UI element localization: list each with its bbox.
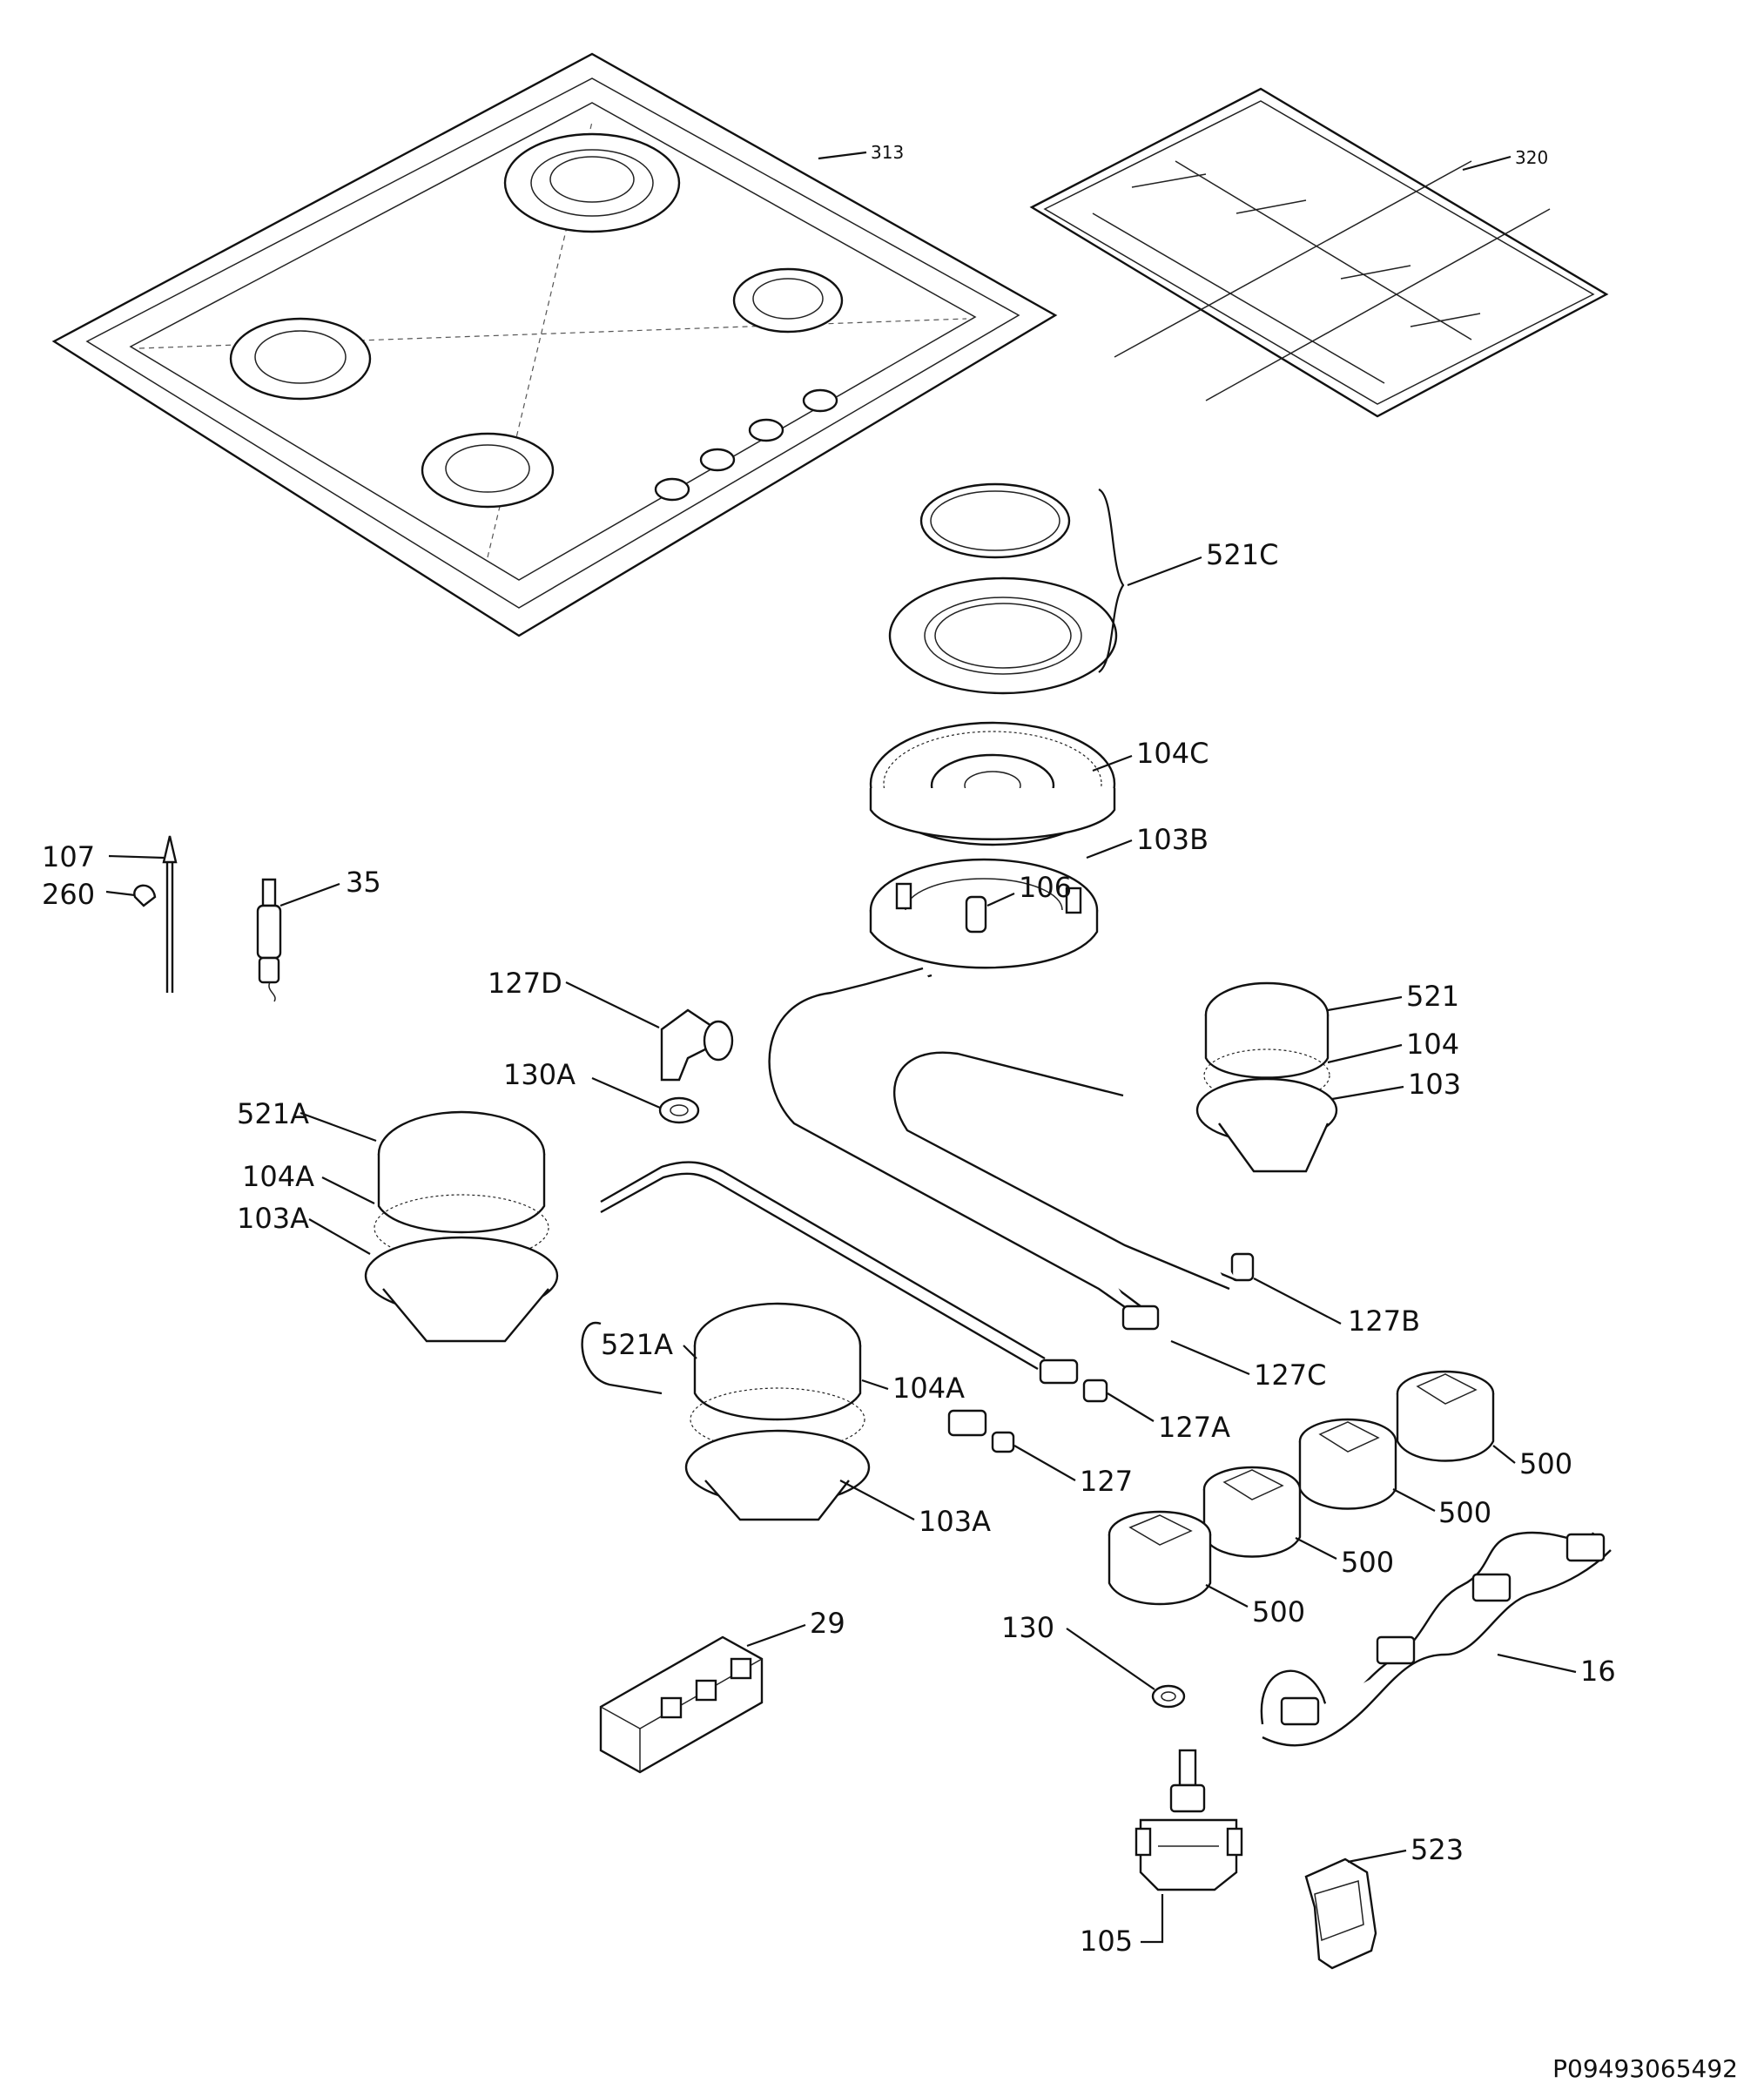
left-burner-crown[interactable]: 104A [242,1160,549,1262]
label-29: 29 [810,1607,845,1640]
control-knob-4[interactable]: 500 [1108,1510,1305,1628]
right-burner-crown[interactable]: 104 [1203,1028,1459,1102]
left-burner-cap[interactable]: 521A [237,1097,546,1234]
label-103a-left: 103A [237,1202,309,1235]
control-knob-2[interactable]: 500 [1298,1418,1491,1529]
center-burner-base[interactable]: 103A [684,1429,991,1538]
center-burner-cap[interactable]: 521A [581,1302,862,1421]
label-106: 106 [1019,871,1072,904]
gas-pipe-a[interactable]: 127A [600,1161,1230,1444]
label-127: 127 [1080,1465,1133,1498]
label-16: 16 [1580,1655,1616,1688]
control-knob-1[interactable]: 500 [1396,1370,1572,1480]
label-104a-center: 104A [892,1372,965,1405]
label-103a-center: 103A [919,1505,991,1538]
label-521: 521 [1406,980,1459,1013]
elbow-connector[interactable]: 127D [488,967,734,1082]
label-130a: 130A [503,1058,576,1091]
ignition-generator[interactable]: 29 [599,1607,845,1774]
label-103: 103 [1408,1068,1461,1101]
label-107: 107 [42,840,95,873]
sealing-washer[interactable]: 130 [1001,1611,1186,1709]
label-500-3: 500 [1341,1546,1394,1579]
label-104: 104 [1406,1028,1459,1061]
seal-rings[interactable]: 521C [888,482,1278,695]
label-104a-left: 104A [242,1160,314,1193]
thermocouple[interactable]: 107 [42,835,178,993]
label-127c: 127C [1254,1358,1326,1392]
ignition-harness[interactable]: 16 [1260,1531,1616,1747]
label-500-4: 500 [1252,1595,1305,1628]
hob-top-plate[interactable]: 313 [51,52,1058,637]
label-313: 313 [871,142,904,163]
gas-pipe-c[interactable]: 127C [893,1051,1326,1392]
pan-support[interactable]: 320 [1029,87,1609,418]
control-knob-holes [654,388,838,502]
center-burner-crown[interactable]: 104A [690,1372,965,1452]
label-521a-left: 521A [237,1097,309,1130]
large-burner-crown[interactable]: 104C [869,721,1209,846]
label-127b: 127B [1348,1305,1420,1338]
burner-recess-left [229,317,372,401]
fixing-bracket[interactable]: 523 [1304,1833,1464,1970]
label-105: 105 [1080,1925,1133,1958]
label-320: 320 [1515,147,1548,168]
document-code: P09493065492 [1552,2054,1738,2083]
sealing-washer-a[interactable]: 130A [503,1058,700,1124]
label-521a-center: 521A [601,1328,673,1361]
retaining-clip[interactable]: 260 [42,878,157,911]
label-103b: 103B [1136,823,1209,856]
right-burner-cap[interactable]: 521 [1204,980,1459,1079]
left-burner-base[interactable]: 103A [237,1202,559,1343]
label-127d: 127D [488,967,562,1000]
burner-recess-front [421,432,555,509]
right-burner-base[interactable]: 103 [1195,1068,1461,1173]
label-523: 523 [1411,1833,1464,1866]
label-521c: 521C [1206,538,1278,571]
gas-pipe-short[interactable]: 127 [947,1409,1133,1498]
label-500-2: 500 [1438,1496,1491,1529]
injector[interactable]: 106 [965,871,1072,934]
label-260: 260 [42,878,95,911]
burner-recess-right [732,267,844,334]
label-104c: 104C [1136,737,1209,770]
label-35: 35 [346,866,381,899]
spark-electrode[interactable]: 35 [256,866,381,1002]
label-130: 130 [1001,1611,1054,1644]
label-127a: 127A [1158,1411,1230,1444]
label-500-1: 500 [1519,1447,1572,1480]
gas-tap[interactable]: 105 [1080,1749,1243,1958]
burner-recess-large [503,132,681,233]
